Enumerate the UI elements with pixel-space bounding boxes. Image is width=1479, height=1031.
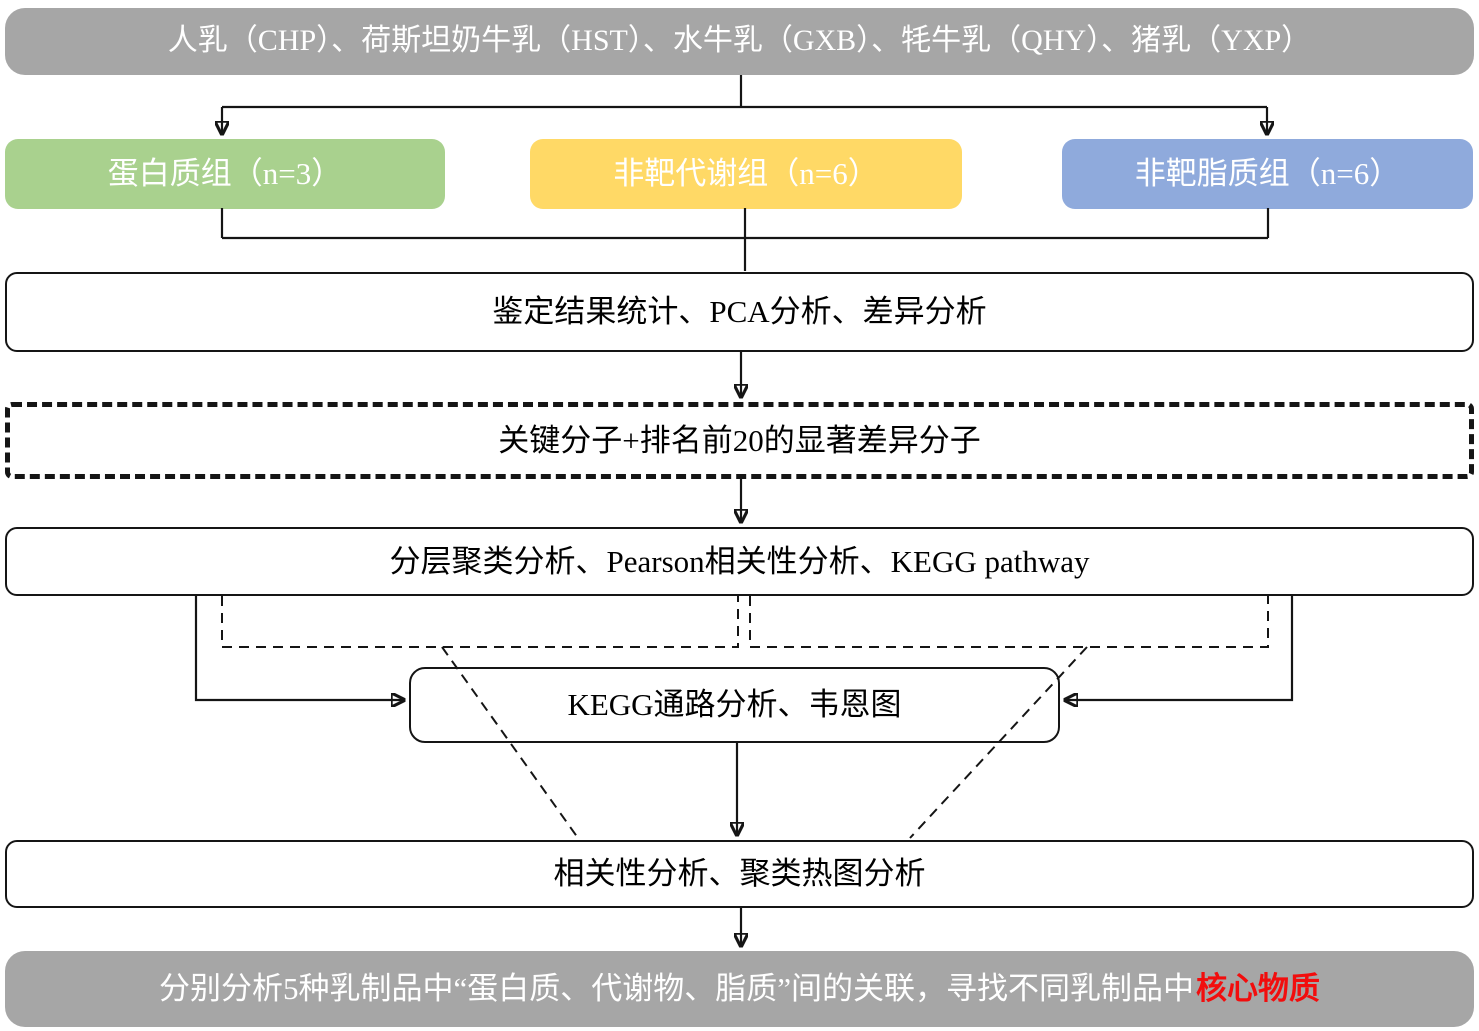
conclusion-highlight-text: 核心物质 [1196, 971, 1320, 1007]
kegg-venn-box: KEGG通路分析、韦恩图 [409, 667, 1060, 743]
connector-samples-split [222, 75, 1267, 109]
lipidome-box: 非靶脂质组（n=6） [1062, 139, 1473, 209]
connector-omics-merge [220, 208, 1270, 271]
proteome-box-label: 蛋白质组（n=3） [107, 156, 343, 192]
dashed-bracket-right [749, 596, 1269, 648]
key-molecules-label: 关键分子+排名前20的显著差异分子 [498, 422, 981, 458]
conclusion-bar-text: 分别分析5种乳制品中“蛋白质、代谢物、脂质”间的关联，寻找不同乳制品中 [158, 971, 1194, 1007]
correlation-step-label: 相关性分析、聚类热图分析 [553, 856, 926, 892]
clustering-step-box: 分层聚类分析、Pearson相关性分析、KEGG pathway [5, 527, 1474, 596]
kegg-venn-label: KEGG通路分析、韦恩图 [567, 687, 902, 723]
arrow-clustering-to-kegg-right [1065, 596, 1294, 700]
arrow-clustering-to-kegg-left [194, 596, 404, 700]
lipidome-box-label: 非靶脂质组（n=6） [1134, 156, 1401, 192]
conclusion-bar: 分别分析5种乳制品中“蛋白质、代谢物、脂质”间的关联，寻找不同乳制品中核心物质 [5, 951, 1474, 1027]
clustering-step-label: 分层聚类分析、Pearson相关性分析、KEGG pathway [389, 543, 1090, 579]
identification-step-box: 鉴定结果统计、PCA分析、差异分析 [5, 272, 1474, 352]
proteome-box: 蛋白质组（n=3） [5, 139, 445, 209]
samples-bar-label: 人乳（CHP）、荷斯坦奶牛乳（HST）、水牛乳（GXB）、牦牛乳（QHY）、猪乳… [167, 24, 1312, 58]
key-molecules-box: 关键分子+排名前20的显著差异分子 [5, 402, 1474, 479]
samples-bar: 人乳（CHP）、荷斯坦奶牛乳（HST）、水牛乳（GXB）、牦牛乳（QHY）、猪乳… [5, 8, 1474, 75]
metabolome-box-label: 非靶代谢组（n=6） [613, 156, 879, 192]
correlation-step-box: 相关性分析、聚类热图分析 [5, 840, 1474, 908]
dashed-bracket-left [221, 596, 739, 648]
metabolome-box: 非靶代谢组（n=6） [530, 139, 962, 209]
identification-step-label: 鉴定结果统计、PCA分析、差异分析 [492, 294, 987, 330]
